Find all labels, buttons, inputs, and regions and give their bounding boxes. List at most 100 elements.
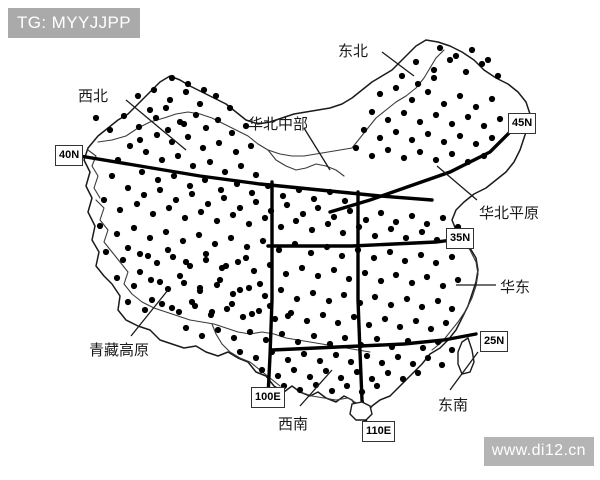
- station-dot: [141, 306, 149, 314]
- station-dot: [355, 223, 363, 231]
- station-dot: [290, 366, 298, 374]
- station-dot: [133, 200, 141, 208]
- station-dot: [184, 80, 192, 88]
- station-dot: [472, 103, 480, 111]
- station-dot: [124, 184, 132, 192]
- station-dot: [314, 204, 322, 212]
- station-dot: [182, 258, 190, 266]
- station-dot: [319, 311, 327, 319]
- station-dot: [232, 148, 240, 156]
- station-dot: [242, 254, 250, 262]
- station-dot: [440, 100, 448, 108]
- station-dot: [400, 109, 408, 117]
- station-dot: [96, 222, 104, 230]
- leader-line-northwest: [125, 99, 187, 151]
- west-border-detail: [87, 149, 101, 199]
- station-dot: [261, 292, 269, 300]
- station-dot: [234, 258, 242, 266]
- station-dot: [370, 254, 378, 262]
- station-dot: [184, 133, 192, 141]
- station-dot: [100, 196, 108, 204]
- station-dot: [248, 189, 256, 197]
- station-dot: [152, 114, 160, 122]
- watermark-bottom-right: www.di12.cn: [483, 437, 594, 466]
- region-label-southeast: 东南: [438, 396, 469, 414]
- station-dot: [346, 207, 354, 215]
- station-dot: [208, 308, 216, 316]
- coordinate-label-lon-110e: 110E: [362, 421, 396, 442]
- station-dot: [468, 46, 476, 54]
- station-dot: [368, 375, 376, 383]
- station-dot: [325, 297, 333, 305]
- station-dot: [196, 284, 204, 292]
- station-dot: [408, 279, 416, 287]
- station-dot: [252, 354, 260, 362]
- region-label-north-china-plain: 华北平原: [479, 204, 540, 222]
- station-dots-layer: [92, 44, 504, 396]
- station-dot: [307, 249, 315, 257]
- station-dot: [113, 230, 121, 238]
- station-dot: [206, 158, 214, 166]
- station-dot: [310, 195, 318, 203]
- station-dot: [376, 90, 384, 98]
- station-dot: [256, 280, 264, 288]
- station-dot: [192, 111, 200, 119]
- hainan-island: [349, 401, 373, 421]
- leader-line-north-china-plain: [436, 165, 478, 201]
- station-dot: [226, 104, 234, 112]
- station-dot: [452, 52, 460, 60]
- station-dot: [423, 220, 431, 228]
- station-dot: [310, 332, 318, 340]
- station-dot: [456, 132, 464, 140]
- station-dot: [341, 197, 349, 205]
- station-dot: [448, 150, 456, 158]
- station-dot: [394, 353, 402, 361]
- station-dot: [146, 106, 154, 114]
- station-dot: [361, 269, 369, 277]
- station-dot: [198, 332, 206, 340]
- station-dot: [360, 126, 368, 134]
- label-leader-lines-layer: [125, 51, 496, 407]
- station-dot: [284, 312, 292, 320]
- station-dot: [293, 295, 301, 303]
- station-dot: [384, 146, 392, 154]
- station-dot: [130, 224, 138, 232]
- station-dot: [142, 148, 150, 156]
- station-dot: [211, 240, 219, 248]
- station-dot: [448, 120, 456, 128]
- station-dot: [358, 388, 366, 396]
- station-dot: [120, 112, 128, 120]
- station-dot: [153, 131, 161, 139]
- station-dot: [488, 95, 496, 103]
- station-dot: [423, 273, 431, 281]
- station-dot: [332, 351, 340, 359]
- station-dot: [150, 86, 158, 94]
- station-dot: [113, 274, 121, 282]
- station-dot: [347, 358, 355, 366]
- station-dot: [373, 382, 381, 390]
- station-dot: [200, 86, 208, 94]
- station-dot: [126, 142, 134, 150]
- station-dot: [427, 325, 435, 333]
- southwest-inner-border: [211, 323, 281, 387]
- divider-line-40n: [78, 154, 434, 202]
- station-dot: [464, 113, 472, 121]
- station-dot: [448, 346, 456, 354]
- station-dot: [454, 276, 462, 284]
- station-dot: [294, 338, 302, 346]
- station-dot: [284, 356, 292, 364]
- station-dot: [197, 208, 205, 216]
- station-dot: [414, 80, 422, 88]
- station-dot: [266, 261, 274, 269]
- station-dot: [392, 128, 400, 136]
- station-dot: [229, 211, 237, 219]
- station-dot: [164, 285, 172, 293]
- station-dot: [146, 234, 154, 242]
- station-dot: [416, 118, 424, 126]
- station-dot: [392, 218, 400, 226]
- station-dot: [248, 310, 256, 318]
- station-dot: [138, 168, 146, 176]
- station-dot: [252, 198, 260, 206]
- station-dot: [326, 188, 334, 196]
- station-dot: [196, 100, 204, 108]
